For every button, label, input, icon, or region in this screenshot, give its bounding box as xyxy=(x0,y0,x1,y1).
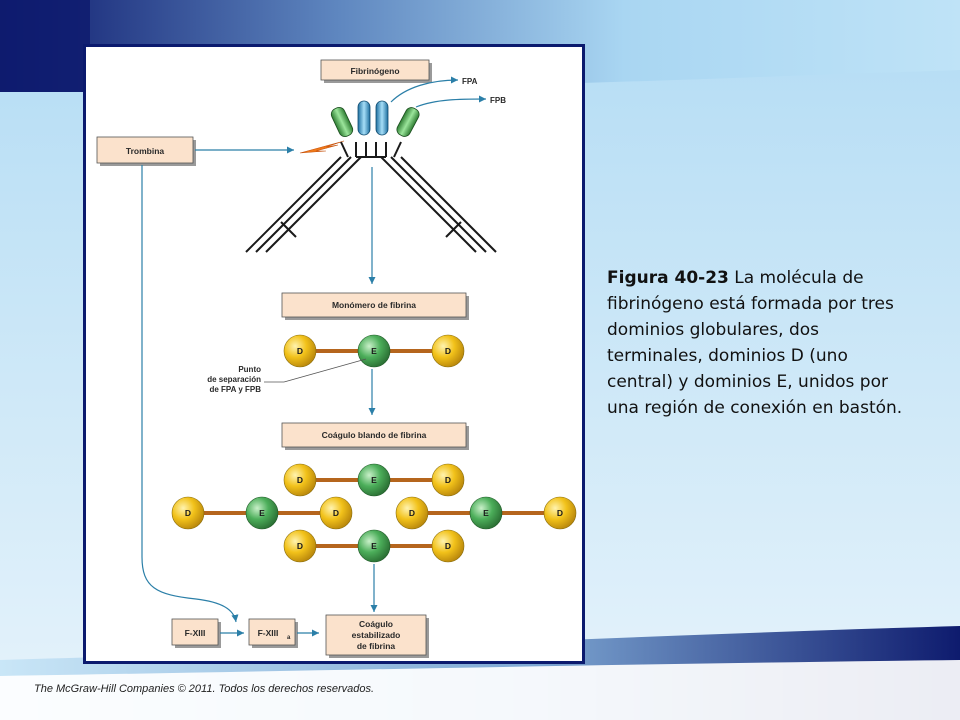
fibrinogen-label: Fibrinógeno xyxy=(350,66,399,76)
polymer-d-4: D xyxy=(333,508,339,518)
fibrin-polymer: D E D D E D D E D D E D xyxy=(171,463,577,563)
monomer-d-left: D xyxy=(297,346,303,356)
caption-text: La molécula de fibrinógeno está formada … xyxy=(607,268,903,418)
monomer-d-right: D xyxy=(445,346,451,356)
polymer-e-1: E xyxy=(371,475,377,485)
fxiii-box: F-XIII xyxy=(171,618,221,648)
figure-caption: Figura 40-23 La molécula de fibrinógeno … xyxy=(607,265,907,421)
cleavage-line-1: Punto xyxy=(238,365,261,374)
stabilized-clot-box: Coágulo estabilizado de fibrina xyxy=(325,614,429,658)
fibrinopeptide-cylinders xyxy=(330,100,420,137)
soft-clot-box: Coágulo blando de fibrina xyxy=(281,422,469,450)
fpa-arrow xyxy=(390,76,459,103)
fibrin-monomer-box: Monómero de fibrina xyxy=(281,292,469,320)
fibrinogen-diagram: Fibrinógeno FPA FPB Trombina xyxy=(96,59,577,658)
cleavage-line-3: de FPA y FPB xyxy=(209,385,261,394)
polymer-d-2: D xyxy=(445,475,451,485)
thrombin-to-fxiii-arrow xyxy=(141,165,239,623)
fibrin-monomer-label: Monómero de fibrina xyxy=(332,300,416,310)
fibrinogen-box: Fibrinógeno xyxy=(320,59,432,83)
thrombin-cleavage-icon xyxy=(299,140,345,154)
polymer-d-3: D xyxy=(185,508,191,518)
stable-clot-line-1: Coágulo xyxy=(359,619,393,629)
monomer-molecule: D E D xyxy=(283,334,465,368)
polymer-d-8: D xyxy=(445,541,451,551)
fpb-label: FPB xyxy=(490,96,506,105)
fxiiia-subscript: a xyxy=(287,635,291,641)
stable-clot-line-3: de fibrina xyxy=(357,641,396,651)
polymer-e-2: E xyxy=(259,508,265,518)
polymer-d-6: D xyxy=(557,508,563,518)
figure-panel: Fibrinógeno FPA FPB Trombina xyxy=(83,44,585,664)
thrombin-box: Trombina xyxy=(96,136,196,166)
stable-clot-line-2: estabilizado xyxy=(352,630,401,640)
caption-label: Figura 40-23 xyxy=(607,268,729,288)
fibrinogen-molecule xyxy=(245,141,497,253)
polymer-d-7: D xyxy=(297,541,303,551)
cleavage-line-2: de separación xyxy=(207,375,261,384)
polymer-d-5: D xyxy=(409,508,415,518)
polymer-d-1: D xyxy=(297,475,303,485)
copyright-footer: The McGraw-Hill Companies © 2011. Todos … xyxy=(34,683,375,695)
monomer-e-center: E xyxy=(371,346,377,356)
fpa-label: FPA xyxy=(462,77,478,86)
fpb-arrow xyxy=(415,95,487,108)
fxiiia-box: F-XIII a xyxy=(248,618,298,648)
thrombin-label: Trombina xyxy=(126,146,165,156)
polymer-e-4: E xyxy=(371,541,377,551)
polymer-e-3: E xyxy=(483,508,489,518)
cleavage-point-annotation: Punto de separación de FPA y FPB xyxy=(207,358,367,394)
fxiiia-label: F-XIII xyxy=(258,628,279,638)
soft-clot-label: Coágulo blando de fibrina xyxy=(322,430,427,440)
fxiii-label: F-XIII xyxy=(185,628,206,638)
